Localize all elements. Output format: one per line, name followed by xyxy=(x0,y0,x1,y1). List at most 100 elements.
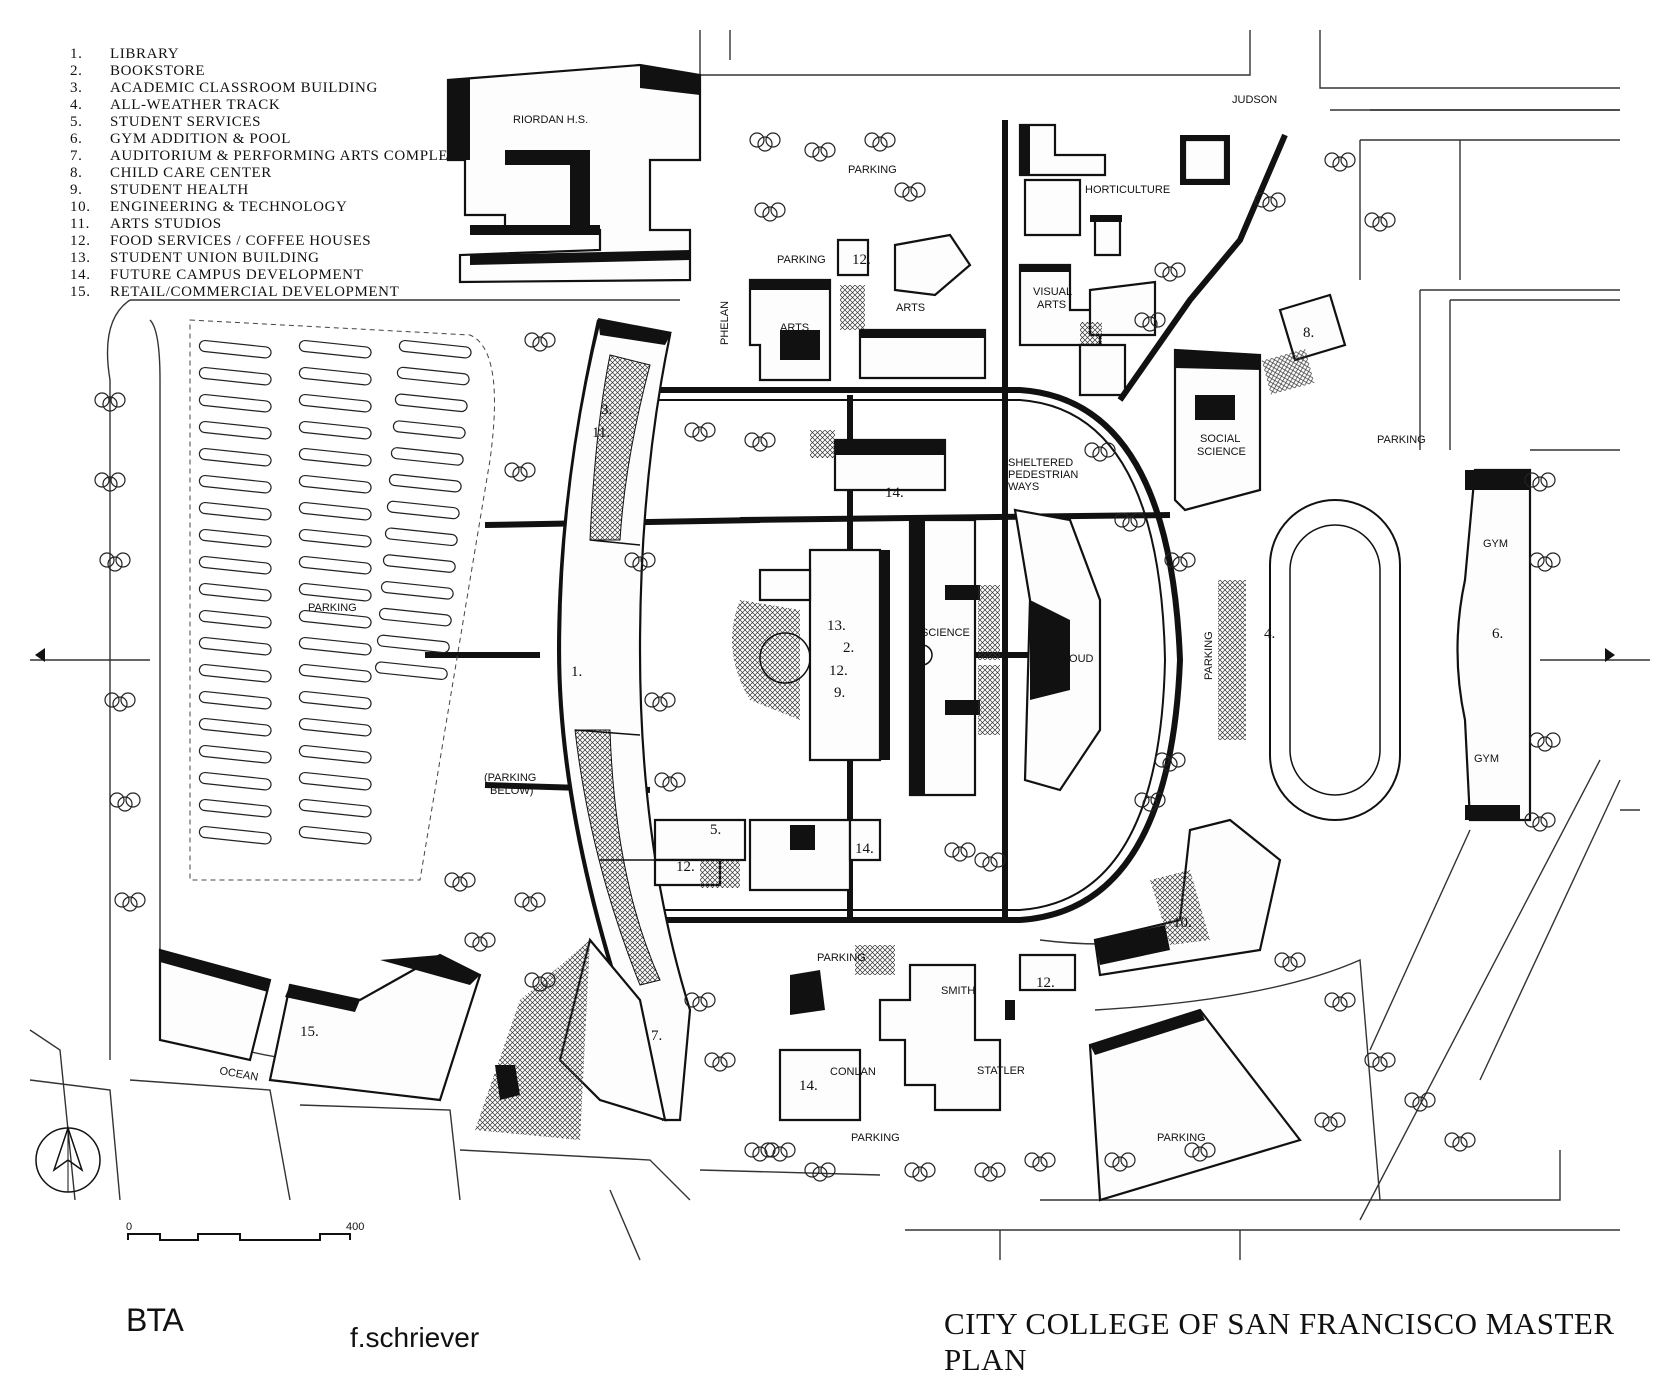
tree-row xyxy=(298,609,372,629)
tree xyxy=(464,932,496,952)
label-sheltered-1: SHELTERED xyxy=(1008,457,1073,469)
tree xyxy=(1104,1152,1136,1172)
tree xyxy=(114,892,146,912)
arts-buildings xyxy=(748,233,987,382)
tree xyxy=(1134,792,1166,812)
trees xyxy=(94,132,1561,1182)
number-13: 13. xyxy=(827,618,846,634)
number-5: 5. xyxy=(710,822,721,838)
label-parking-below-1: (PARKING xyxy=(484,772,536,784)
label-cloud: CLOUD xyxy=(1055,653,1094,665)
tree xyxy=(524,332,556,352)
tree-row xyxy=(298,393,372,413)
label-arts-left: ARTS xyxy=(780,322,809,334)
tree xyxy=(1324,992,1356,1012)
number-15: 15. xyxy=(300,1024,319,1040)
tree xyxy=(654,772,686,792)
tree-row xyxy=(198,717,272,737)
tree-row xyxy=(198,339,272,359)
north-arrow xyxy=(35,1125,101,1193)
number-12-center: 12. xyxy=(829,663,848,679)
tree-row xyxy=(398,339,472,359)
tree xyxy=(1114,512,1146,532)
legend-item: 6.GYM ADDITION & POOL xyxy=(70,131,291,147)
tree xyxy=(684,992,716,1012)
tree xyxy=(754,202,786,222)
tree-row xyxy=(298,339,372,359)
tree xyxy=(1404,1092,1436,1112)
map-labels: RIORDAN H.S. JUDSON PARKING PARKING HORT… xyxy=(218,94,1508,1144)
tree-row xyxy=(388,473,462,493)
label-parking-south: PARKING xyxy=(817,952,866,964)
tree-row xyxy=(298,474,372,494)
tree xyxy=(444,872,476,892)
section-marker-west xyxy=(35,648,45,662)
social-science xyxy=(1173,293,1347,512)
tree-row xyxy=(198,555,272,575)
tree-row xyxy=(198,663,272,683)
number-12-arts: 12. xyxy=(852,252,871,268)
tree xyxy=(944,842,976,862)
section-marker-east xyxy=(1605,648,1615,662)
retail-development xyxy=(158,948,482,1102)
tree-row xyxy=(198,447,272,467)
number-12-south: 12. xyxy=(676,859,695,875)
tree-row xyxy=(198,636,272,656)
number-3: 3. xyxy=(601,402,612,418)
tree-row xyxy=(198,474,272,494)
tree-row xyxy=(298,771,372,791)
label-gym-top: GYM xyxy=(1483,538,1508,550)
tree xyxy=(684,422,716,442)
tree-row xyxy=(392,420,466,439)
tree-row xyxy=(382,554,456,573)
tree-row xyxy=(298,717,372,737)
library-arc xyxy=(558,318,692,1122)
tree xyxy=(1184,1142,1216,1162)
label-parking-arts: PARKING xyxy=(777,254,826,266)
label-conlan: CONLAN xyxy=(830,1066,876,1078)
label-social-2: SCIENCE xyxy=(1197,446,1246,458)
number-4: 4. xyxy=(1264,626,1275,642)
tree xyxy=(804,142,836,162)
legend-item: 2.BOOKSTORE xyxy=(70,63,206,79)
tree xyxy=(1524,812,1556,832)
tree-row xyxy=(298,663,372,683)
legend-item: 1.LIBRARY xyxy=(70,46,180,62)
south-buildings xyxy=(778,945,1302,1202)
tree-row xyxy=(198,528,272,548)
label-sheltered-2: PEDESTRIAN xyxy=(1008,469,1078,481)
tree xyxy=(644,692,676,712)
tree-row xyxy=(298,798,372,818)
legend-item: 15.RETAIL/COMMERCIAL DEVELOPMENT xyxy=(70,284,400,300)
author-credit: f.schriever xyxy=(350,1322,480,1353)
legend-item: 5.STUDENT SERVICES xyxy=(70,114,262,130)
tree-row xyxy=(298,420,372,440)
tree-row xyxy=(198,798,272,818)
label-smith: SMITH xyxy=(941,985,975,997)
tree-row xyxy=(198,366,272,386)
tree xyxy=(974,852,1006,872)
tree-row xyxy=(378,607,452,627)
label-judson: JUDSON xyxy=(1232,94,1277,106)
auditorium xyxy=(475,937,667,1140)
scale-bar: 0 400 xyxy=(126,1221,364,1241)
tree xyxy=(1444,1132,1476,1152)
tree xyxy=(1024,1152,1056,1172)
tree xyxy=(514,892,546,912)
tree-row xyxy=(298,501,372,521)
tree-row xyxy=(374,661,448,681)
central-buildings xyxy=(732,430,1102,797)
legend-item: 14.FUTURE CAMPUS DEVELOPMENT xyxy=(70,267,364,283)
tree-row xyxy=(298,447,372,467)
label-parking-vertical: PARKING xyxy=(1203,631,1215,680)
legend-item: 10.ENGINEERING & TECHNOLOGY xyxy=(70,199,348,215)
tree-row xyxy=(386,500,460,520)
tree xyxy=(1324,152,1356,172)
tree xyxy=(1274,952,1306,972)
tree xyxy=(749,132,781,152)
number-9: 9. xyxy=(834,685,845,701)
tree-row xyxy=(198,582,272,602)
legend-item: 8.CHILD CARE CENTER xyxy=(70,165,272,181)
tree-row xyxy=(380,581,454,600)
tree-row xyxy=(198,393,272,413)
